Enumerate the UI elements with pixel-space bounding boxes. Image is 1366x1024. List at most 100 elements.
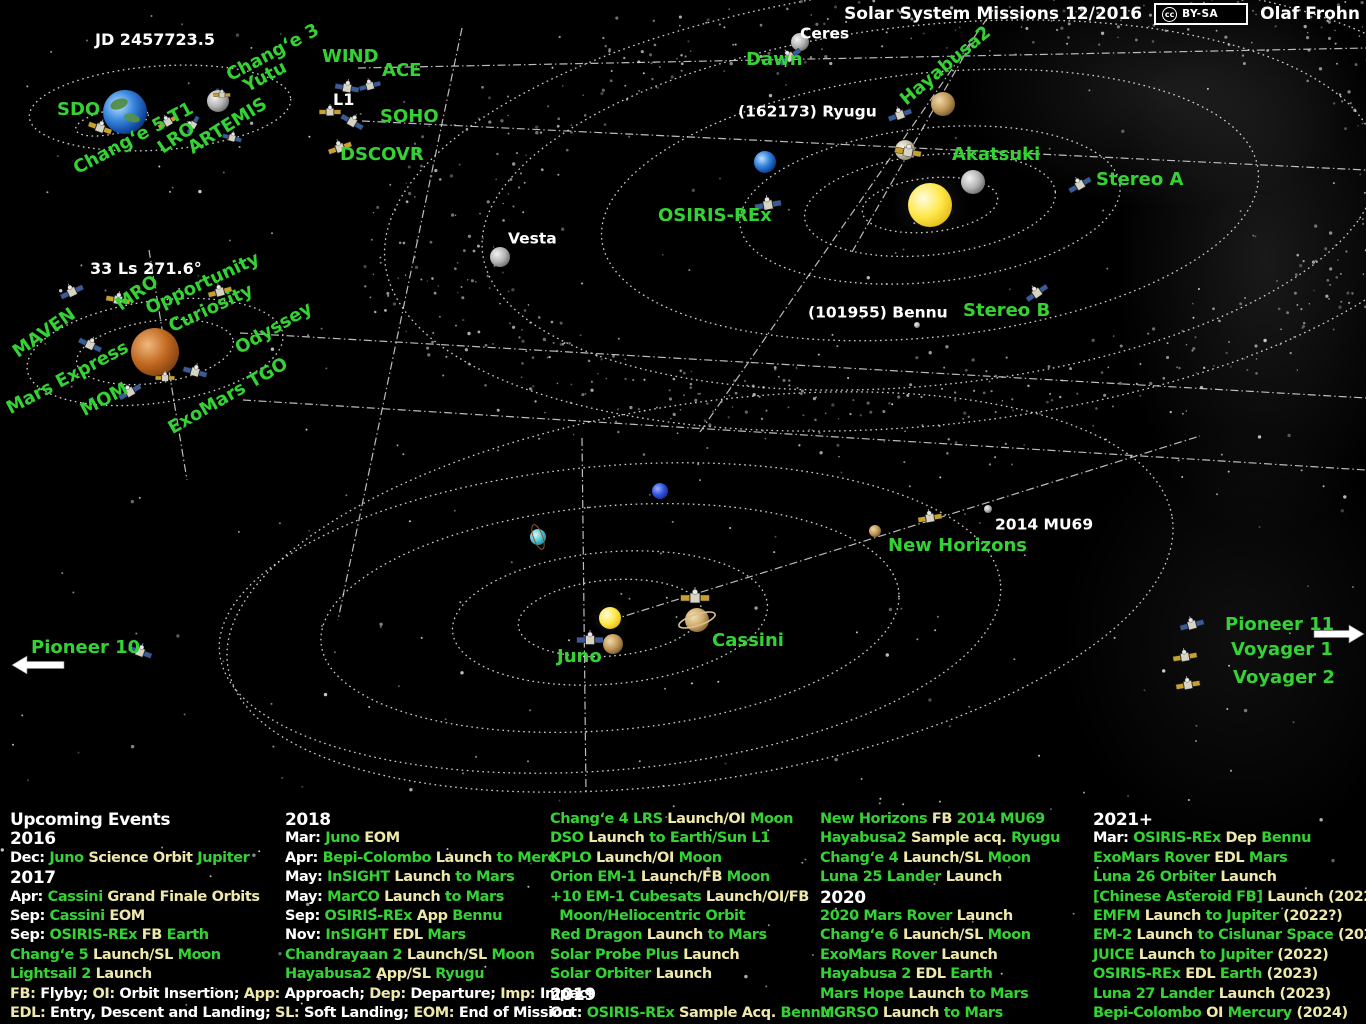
event-text: ExoMars Rover xyxy=(820,946,942,963)
event-text: App xyxy=(416,908,453,924)
label-cassini: Cassini xyxy=(712,630,784,651)
spacecraft-soho-icon xyxy=(340,113,364,131)
event-text: Launch/FB xyxy=(640,869,727,886)
spacecraft-stereo-a-icon xyxy=(1068,176,1092,194)
body-mercury xyxy=(961,170,985,194)
event-text: FB: xyxy=(10,985,41,1002)
event-text: May: xyxy=(285,888,328,905)
event-text: to Mars xyxy=(455,869,515,886)
event-text: Launch/SL xyxy=(902,927,988,944)
event-text: Launch xyxy=(945,869,1003,886)
event-text: Orion EM-1 xyxy=(550,869,641,886)
event-text: Cassini xyxy=(47,888,108,905)
event-text: Departure; xyxy=(410,985,501,1002)
spacecraft-change3-icon xyxy=(213,88,231,98)
event-text: Launch xyxy=(384,888,445,905)
event-text: Launch xyxy=(1220,869,1277,886)
event-text: Dep: xyxy=(369,985,411,1002)
label-l1-point: L1 xyxy=(333,90,355,109)
label-ryugu: (162173) Ryugu xyxy=(738,102,877,121)
event-text: Red Dragon xyxy=(550,927,647,944)
event-text: to Mars xyxy=(707,927,768,944)
event-text: 2014 MU69 xyxy=(956,811,1046,827)
event-text: Earth xyxy=(950,966,993,983)
event-line: Luna 27 Lander Launch (2023) xyxy=(1093,986,1331,1002)
event-text: InSIGHT xyxy=(327,869,395,886)
event-line: Hayabusa2 App/SL Ryugu xyxy=(285,967,485,982)
label-soho: SOHO xyxy=(380,106,439,127)
event-line: May: InSIGHT Launch to Mars xyxy=(285,869,515,886)
label-osiris-rex: OSIRIS-REx xyxy=(658,205,772,226)
trajectory-lines xyxy=(148,9,1366,793)
event-line: OSIRIS-REx EDL Earth (2023) xyxy=(1093,967,1318,982)
event-line: Sep: OSIRIS-REx FB Earth xyxy=(10,928,209,943)
event-text: Launch xyxy=(1138,946,1200,963)
event-text: (2022) xyxy=(1277,946,1329,963)
event-text: (2023) xyxy=(1266,966,1319,983)
spacecraft-osiris-rex-icon xyxy=(754,195,782,211)
cc-icon: cc xyxy=(1162,6,1178,22)
spacecraft-ace-icon xyxy=(358,78,382,92)
spacecraft-artemis-icon xyxy=(222,130,242,143)
body-jupiter xyxy=(603,634,623,654)
event-text: EDL: xyxy=(10,1005,51,1021)
event-text: MGRSO xyxy=(820,1005,883,1021)
label-dscovr: DSCOVR xyxy=(340,144,424,165)
event-text: Moon xyxy=(987,927,1031,944)
event-line: Bepi-Colombo OI Mercury (2024) xyxy=(1093,1006,1348,1021)
event-text: to Mars xyxy=(943,1005,1004,1021)
body-bennu xyxy=(914,322,920,328)
event-line: 2020 Mars Rover Launch xyxy=(820,909,1013,924)
cc-license-badge[interactable]: cc BY-SA xyxy=(1154,3,1249,25)
event-text: Sep: xyxy=(10,927,50,944)
event-text: Launch/SL xyxy=(92,946,178,963)
event-line: ExoMars Rover Launch xyxy=(820,946,998,963)
event-text: Launch/OI xyxy=(595,849,679,866)
spacecraft-icons xyxy=(59,47,1205,690)
event-text: SL: xyxy=(275,1005,304,1021)
event-text: Hayabusa2 xyxy=(820,830,911,847)
event-text: Science Orbit xyxy=(88,849,198,866)
spacecraft-voyager-2-icon xyxy=(1175,676,1201,690)
event-text: Launch xyxy=(95,966,153,983)
event-line: Moon/Heliocentric Orbit xyxy=(550,909,745,924)
label-mu69: 2014 MU69 xyxy=(995,515,1094,534)
event-text: Launch/OI/FB xyxy=(705,888,809,905)
label-new-horizons: New Horizons xyxy=(888,535,1028,556)
body-uranus xyxy=(530,524,546,550)
label-dawn: Dawn xyxy=(746,49,803,70)
label-bennu: (101955) Bennu xyxy=(808,303,948,322)
spacecraft-mom-icon xyxy=(118,383,142,401)
event-line: JUICE Launch to Jupiter (2022) xyxy=(1093,946,1329,963)
event-line: Hayabusa 2 EDL Earth xyxy=(820,966,993,983)
event-line: Mar: Juno EOM xyxy=(285,831,400,846)
event-text: OSIRIS-REx xyxy=(49,927,142,944)
event-text: Sep: xyxy=(285,908,325,924)
event-line: Luna 26 Orbiter Launch xyxy=(1093,870,1277,885)
event-text: EDL xyxy=(1214,849,1249,866)
event-text: Chang‘e 6 xyxy=(820,927,903,944)
event-text: OI: xyxy=(92,985,120,1002)
event-text: Moon xyxy=(987,849,1031,866)
event-text: EDL xyxy=(915,966,951,983)
spacecraft-dscovr-icon xyxy=(327,139,353,155)
event-line: +10 EM-1 Cubesats Launch/OI/FB xyxy=(550,888,809,905)
spacecraft-change5t1-icon xyxy=(157,114,179,130)
spacecraft-voyager-1-icon xyxy=(1172,648,1198,662)
spacecraft-wind-icon xyxy=(334,79,360,93)
event-line: Luna 25 Lander Launch xyxy=(820,870,1002,885)
event-text: +10 EM-1 Cubesats xyxy=(550,888,706,905)
body-ceres xyxy=(791,33,809,51)
event-text: OSIRIS-REx xyxy=(324,908,417,924)
event-text: May: xyxy=(285,869,328,886)
event-text: Launch xyxy=(588,830,650,847)
spacecraft-exomars-edm-icon xyxy=(155,370,175,382)
event-line: New Horizons FB 2014 MU69 xyxy=(820,812,1045,827)
event-text: Launch/OI xyxy=(667,811,750,827)
event-line: Solar Probe Plus Launch xyxy=(550,948,740,963)
event-line: Apr: Bepi-Colombo Launch to Merc. xyxy=(285,851,561,866)
spacecraft-juno-icon xyxy=(576,630,604,645)
